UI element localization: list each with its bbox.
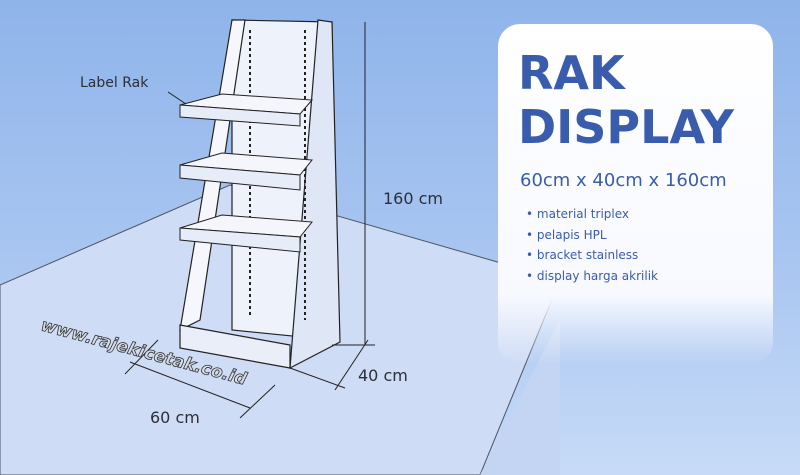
label-rak-callout: Label Rak [80, 75, 149, 91]
shelf [179, 93, 314, 127]
title-line-1: RAK [518, 46, 625, 100]
product-info-card: RAK DISPLAY 60cm x 40cm x 160cm material… [498, 24, 773, 364]
feature-item: bracket stainless [526, 245, 658, 266]
height-label: 160 cm [383, 189, 444, 208]
width-label: 60 cm [150, 408, 200, 427]
product-dimensions: 60cm x 40cm x 160cm [520, 170, 727, 191]
shelf [179, 152, 313, 191]
product-title: RAK DISPLAY [518, 46, 734, 154]
feature-list: material triplex pelapis HPL bracket sta… [526, 204, 658, 286]
feature-item: pelapis HPL [526, 225, 658, 246]
shelf [179, 214, 313, 253]
feature-item: material triplex [526, 204, 658, 225]
title-line-2: DISPLAY [518, 100, 734, 154]
feature-item: display harga akrilik [526, 266, 658, 287]
depth-label: 40 cm [358, 366, 408, 385]
